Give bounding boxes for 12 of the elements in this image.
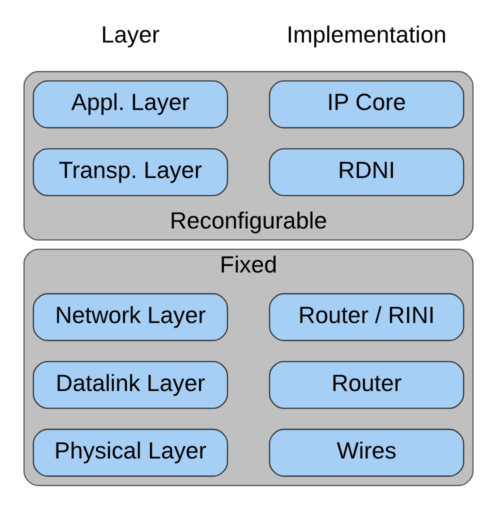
node-box: Router — [268, 360, 464, 409]
node-box: Network Layer — [32, 293, 228, 342]
node-box: IP Core — [268, 80, 464, 128]
label: Layer — [101, 21, 160, 48]
node-box: Wires — [268, 428, 464, 477]
node-box: Physical Layer — [32, 428, 228, 477]
node-box: Router / RINI — [268, 293, 464, 342]
node-box: Transp. Layer — [32, 148, 228, 196]
label: Implementation — [286, 21, 446, 48]
node-box: Appl. Layer — [32, 80, 228, 128]
node-box: Datalink Layer — [32, 360, 228, 409]
node-box: RDNI — [268, 148, 464, 196]
